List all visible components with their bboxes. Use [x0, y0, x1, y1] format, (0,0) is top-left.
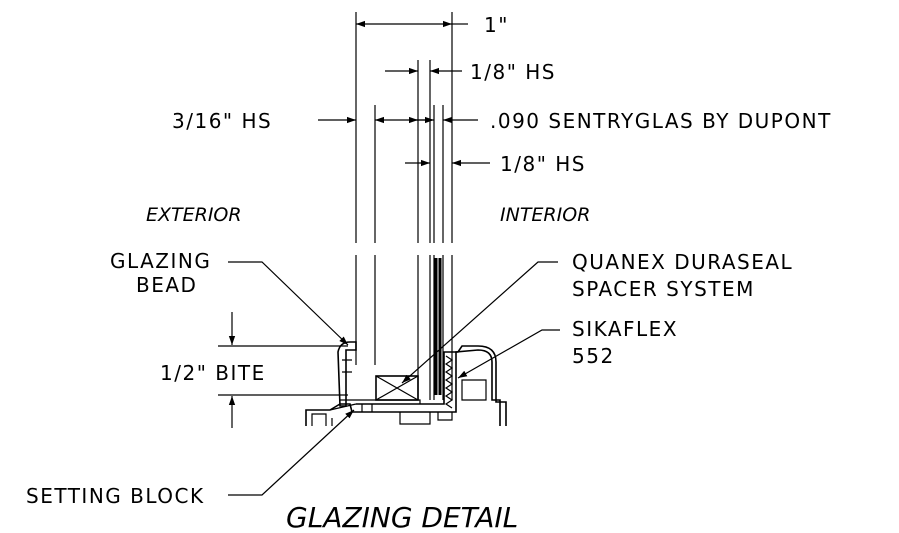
label-spacer-line1: QUANEX DURASEAL — [572, 250, 793, 274]
frame-outline — [305, 349, 501, 426]
label-exterior: EXTERIOR — [146, 204, 242, 226]
dimension-bite — [218, 312, 348, 428]
bead-base — [340, 399, 421, 404]
frame-profile — [305, 341, 507, 426]
label-outer-lite: 1/8" HS — [470, 60, 556, 84]
setting-block-cross — [375, 375, 419, 401]
sealant-bead — [444, 355, 454, 409]
label-overall-width: 1" — [484, 13, 509, 37]
label-sealant-line2: 552 — [572, 344, 615, 368]
glass-lites — [350, 12, 460, 400]
label-spacer-line2: SPACER SYSTEM — [572, 277, 755, 301]
label-glazing-bead-line2: BEAD — [136, 273, 197, 297]
label-interlayer: .090 SENTRYGLAS BY DUPONT — [490, 109, 832, 133]
glazing-bead-shape — [337, 341, 357, 407]
label-glazing-bead-line1: GLAZING — [110, 249, 211, 273]
label-setting-block: SETTING BLOCK — [26, 484, 205, 508]
label-exterior-lite: 3/16" HS — [172, 109, 272, 133]
leader-spacer — [401, 261, 558, 384]
glass-break-mask — [350, 243, 460, 255]
glazing-bead-ribs — [342, 359, 352, 373]
frame-inner-outline — [356, 345, 507, 426]
label-interior: INTERIOR — [500, 204, 590, 226]
label-bite: 1/2" BITE — [160, 361, 266, 385]
drawing-title: GLAZING DETAIL — [286, 501, 518, 533]
leader-setting-block — [228, 409, 355, 496]
frame-chambers — [311, 379, 487, 426]
frame-details — [361, 404, 453, 425]
label-sealant-line1: SIKAFLEX — [572, 317, 678, 341]
leader-sealant — [457, 329, 560, 379]
leader-glazing-bead — [228, 261, 349, 346]
label-inner-lite: 1/8" HS — [500, 152, 586, 176]
frame-slope — [329, 403, 357, 411]
